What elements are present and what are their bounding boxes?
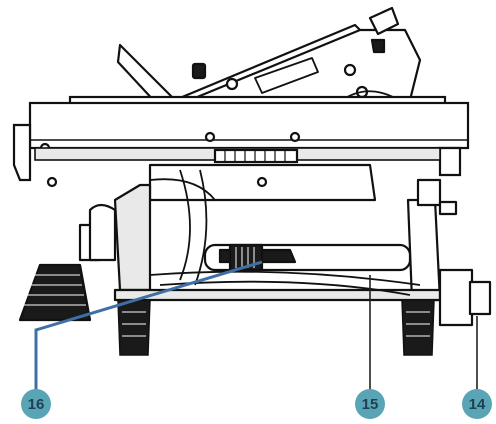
- callout-14-label: 14: [469, 396, 486, 413]
- callout-15-label: 15: [362, 396, 379, 413]
- callout-leaders: [34, 260, 478, 392]
- callout-15-badge: [355, 389, 385, 419]
- callout-16-label: 16: [28, 396, 45, 413]
- callout-16-badge: [21, 389, 51, 419]
- table-top: [12, 95, 470, 188]
- callout-14-badge: [462, 389, 492, 419]
- stand-frame: [18, 163, 492, 327]
- stand-feet: [117, 299, 435, 356]
- callout-badges: 16 15 14: [21, 389, 492, 419]
- callout-16-leader-line: [34, 260, 263, 392]
